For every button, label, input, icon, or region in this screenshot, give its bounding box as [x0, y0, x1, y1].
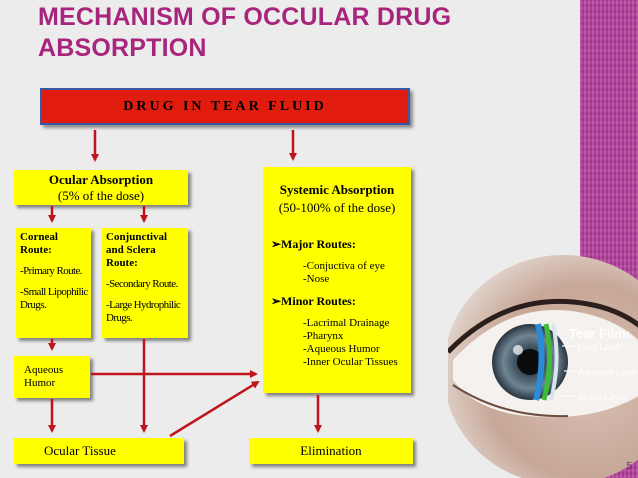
- aqueous-layer-label: Aqueous Layer: [578, 367, 638, 377]
- corneal-heading-line: Route:: [20, 244, 52, 256]
- systemic-absorption-box: Systemic Absorption (50-100% of the dose…: [263, 167, 411, 393]
- systemic-absorption-dose: (50-100% of the dose): [278, 200, 396, 215]
- ocular-absorption-label: Ocular Absorption: [48, 172, 154, 187]
- conjunctival-route-box: Conjunctival and Sclera Route: -Secondar…: [102, 228, 188, 338]
- minor-route-item: -Lacrimal Drainage: [303, 317, 390, 329]
- major-routes-list: -Conjuctiva of eye -Nose: [303, 260, 385, 286]
- minor-route-item: -Aqueous Humor: [303, 343, 380, 355]
- eye-illustration: Tear Film: Lipid Layer Aqueous Layer Muc…: [448, 240, 638, 478]
- minor-routes-list: -Lacrimal Drainage -Pharynx -Aqueous Hum…: [303, 317, 398, 369]
- ocular-tissue-box: Ocular Tissue: [14, 438, 184, 464]
- lipid-layer-label: Lipid Layer: [578, 342, 622, 352]
- mucin-layer-label: Mucin Layer: [578, 392, 627, 402]
- corneal-heading: Corneal Route:: [20, 231, 91, 257]
- minor-route-item: -Pharynx: [303, 330, 344, 342]
- elimination-box: Elimination: [249, 438, 413, 464]
- title-line-1: MECHANISM OF OCCULAR DRUG: [38, 3, 452, 31]
- corneal-item: -Primary Route.: [20, 265, 82, 277]
- corneal-route-box: Corneal Route: -Primary Route. -Small Li…: [16, 228, 91, 338]
- conjunctival-item: -Secondary Route.: [106, 278, 178, 290]
- drug-in-tear-fluid-box: DRUG IN TEAR FLUID: [40, 88, 410, 125]
- corneal-heading-line: Corneal: [20, 231, 58, 243]
- major-route-item: -Conjuctiva of eye: [303, 260, 385, 272]
- ocular-absorption-box: Ocular Absorption (5% of the dose): [14, 170, 188, 205]
- conjunctival-heading-line: Conjunctival: [106, 231, 168, 243]
- title-line-2: ABSORPTION: [38, 34, 207, 62]
- minor-route-item: -Inner Ocular Tissues: [303, 356, 398, 368]
- corneal-item: Drugs.: [20, 299, 47, 311]
- slide-title: MECHANISM OF OCCULAR DRUG ABSORPTION: [38, 2, 558, 64]
- minor-routes-label: ➢Minor Routes:: [271, 294, 356, 308]
- conjunctival-heading-line: Route:: [106, 257, 138, 269]
- major-routes-label: ➢Major Routes:: [271, 237, 356, 251]
- systemic-absorption-label: Systemic Absorption: [279, 182, 395, 197]
- conjunctival-heading-line: and Sclera: [106, 244, 156, 256]
- corneal-item: -Small Lipophilic: [20, 286, 88, 298]
- tear-film-title: Tear Film:: [569, 326, 630, 341]
- aqueous-humor-line: Aqueous: [24, 364, 64, 376]
- aqueous-humor-box: Aqueous Humor: [14, 356, 90, 398]
- conjunctival-item: -Large Hydrophilic: [106, 299, 181, 311]
- conjunctival-item: Drugs.: [106, 312, 133, 324]
- major-route-item: -Nose: [303, 273, 330, 285]
- conjunctival-heading: Conjunctival and Sclera Route:: [106, 231, 188, 270]
- page-number: 5: [626, 461, 632, 472]
- aqueous-humor-line: Humor: [24, 377, 56, 389]
- ocular-absorption-dose: (5% of the dose): [57, 188, 145, 203]
- arrow-ocular-tissue-to-systemic: [169, 380, 260, 438]
